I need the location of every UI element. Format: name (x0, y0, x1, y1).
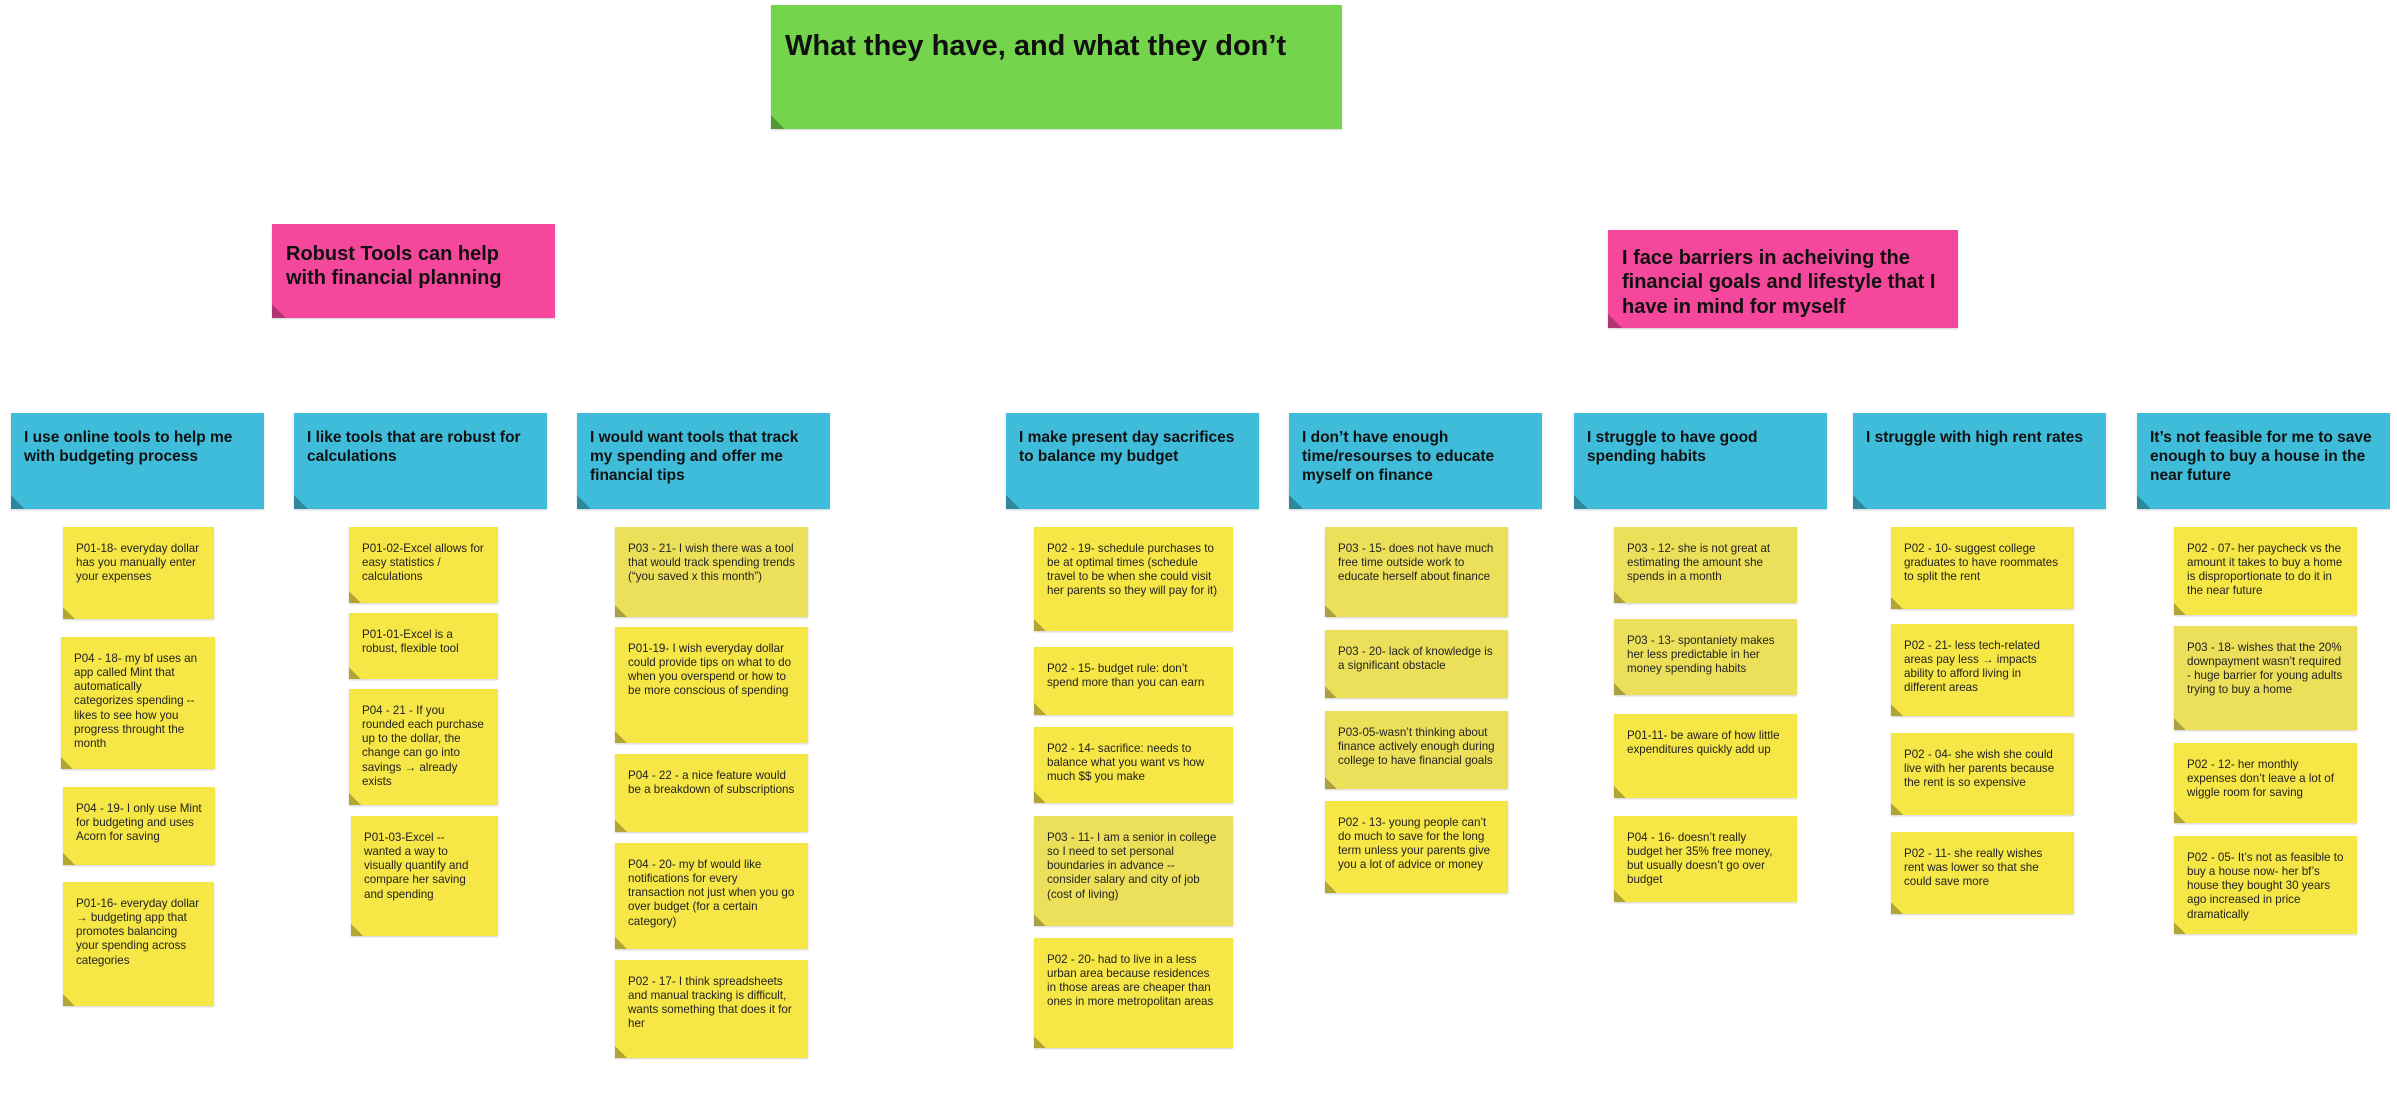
category-note-track-spending[interactable]: I would want tools that track my spendin… (577, 413, 830, 509)
sticky-text: P04 - 16- doesn’t really budget her 35% … (1627, 831, 1773, 887)
category-note-spending-habits[interactable]: I struggle to have good spending habits (1574, 413, 1827, 509)
sticky-note[interactable]: P01-01-Excel is a robust, flexible tool (349, 613, 498, 679)
sticky-text: P01-01-Excel is a robust, flexible tool (362, 628, 459, 656)
sticky-text: P01-02-Excel allows for easy statistics … (362, 542, 484, 584)
sticky-text: P04 - 20- my bf would like notifications… (628, 858, 795, 928)
sticky-text: P02 - 13- young people can’t do much to … (1338, 816, 1491, 872)
sticky-text: P02 - 07- her paycheck vs the amount it … (2187, 542, 2343, 598)
sticky-note[interactable]: P03 - 18- wishes that the 20% downpaymen… (2174, 626, 2357, 730)
board-title: What they have, and what they don’t (785, 30, 1287, 62)
sticky-text: P03 - 11- I am a senior in college so I … (1047, 831, 1217, 901)
sticky-text: P02 - 21- less tech-related areas pay le… (1904, 639, 2040, 695)
sticky-text: P02 - 14- sacrifice: needs to balance wh… (1047, 742, 1205, 784)
sticky-note[interactable]: P02 - 05- It’s not as feasible to buy a … (2174, 836, 2357, 934)
sticky-text: P01-11- be aware of how little expenditu… (1627, 729, 1780, 757)
sticky-text: P03 - 20- lack of knowledge is a signifi… (1338, 645, 1493, 673)
sticky-note[interactable]: P03 - 20- lack of knowledge is a signifi… (1325, 630, 1508, 698)
category-note-high-rent[interactable]: I struggle with high rent rates (1853, 413, 2106, 509)
sticky-text: P01-16- everyday dollar → budgeting app … (76, 897, 200, 967)
theme-note-barriers[interactable]: I face barriers in acheiving the financi… (1608, 230, 1958, 328)
category-note-present-sacrifices[interactable]: I make present day sacrifices to balance… (1006, 413, 1259, 509)
sticky-text: P04 - 22 - a nice feature would be a bre… (628, 769, 795, 797)
sticky-note[interactable]: P02 - 15- budget rule: don’t spend more … (1034, 647, 1233, 715)
sticky-text: P02 - 05- It’s not as feasible to buy a … (2187, 851, 2344, 921)
sticky-note[interactable]: P04 - 18- my bf uses an app called Mint … (61, 637, 215, 769)
category-note-robust-calculations[interactable]: I like tools that are robust for calcula… (294, 413, 547, 509)
sticky-note[interactable]: P02 - 07- her paycheck vs the amount it … (2174, 527, 2357, 615)
sticky-note[interactable]: P02 - 19- schedule purchases to be at op… (1034, 527, 1233, 631)
sticky-note[interactable]: P01-02-Excel allows for easy statistics … (349, 527, 498, 603)
sticky-text: P04 - 21 - If you rounded each purchase … (362, 704, 484, 788)
sticky-text: P03 - 18- wishes that the 20% downpaymen… (2187, 641, 2343, 697)
theme-note-robust-tools[interactable]: Robust Tools can help with financial pla… (272, 224, 555, 318)
sticky-text: P01-03-Excel -- wanted a way to visually… (364, 831, 469, 901)
sticky-note[interactable]: P02 - 11- she really wishes rent was low… (1891, 832, 2074, 914)
sticky-text: P03 - 12- she is not great at estimating… (1627, 542, 1771, 584)
sticky-note[interactable]: P04 - 19- I only use Mint for budgeting … (63, 787, 215, 865)
sticky-text: P02 - 04- she wish she could live with h… (1904, 748, 2055, 790)
sticky-text: P03 - 21- I wish there was a tool that w… (628, 542, 795, 584)
sticky-text: P04 - 18- my bf uses an app called Mint … (74, 652, 198, 750)
sticky-note[interactable]: P01-03-Excel -- wanted a way to visually… (351, 816, 498, 936)
category-label: I use online tools to help me with budge… (24, 429, 233, 465)
sticky-note[interactable]: P02 - 12- her monthly expenses don’t lea… (2174, 743, 2357, 823)
sticky-text: P02 - 17- I think spreadsheets and manua… (628, 975, 792, 1031)
sticky-text: P02 - 19- schedule purchases to be at op… (1047, 542, 1218, 598)
sticky-text: P03 - 13- spontaniety makes her less pre… (1627, 634, 1775, 676)
theme-label: Robust Tools can help with financial pla… (286, 243, 502, 290)
sticky-note[interactable]: P01-11- be aware of how little expenditu… (1614, 714, 1797, 798)
sticky-note[interactable]: P03 - 11- I am a senior in college so I … (1034, 816, 1233, 926)
category-note-buy-house[interactable]: It’s not feasible for me to save enough … (2137, 413, 2390, 509)
sticky-note[interactable]: P02 - 17- I think spreadsheets and manua… (615, 960, 808, 1058)
category-label: I struggle to have good spending habits (1587, 429, 1758, 465)
sticky-note[interactable]: P04 - 21 - If you rounded each purchase … (349, 689, 498, 805)
sticky-note[interactable]: P02 - 10- suggest college graduates to h… (1891, 527, 2074, 609)
category-label: I make present day sacrifices to balance… (1019, 429, 1235, 465)
category-label: I like tools that are robust for calcula… (307, 429, 521, 465)
sticky-text: P02 - 20- had to live in a less urban ar… (1047, 953, 1214, 1009)
sticky-text: P02 - 10- suggest college graduates to h… (1904, 542, 2059, 584)
sticky-note[interactable]: P02 - 20- had to live in a less urban ar… (1034, 938, 1233, 1048)
sticky-note[interactable]: P01-16- everyday dollar → budgeting app … (63, 882, 214, 1006)
sticky-note[interactable]: P02 - 04- she wish she could live with h… (1891, 733, 2074, 815)
sticky-note[interactable]: P02 - 21- less tech-related areas pay le… (1891, 624, 2074, 716)
sticky-note[interactable]: P03 - 21- I wish there was a tool that w… (615, 527, 808, 617)
category-label: I struggle with high rent rates (1866, 429, 2084, 446)
category-label: I don’t have enough time/resourses to ed… (1302, 429, 1495, 484)
sticky-text: P03 - 15- does not have much free time o… (1338, 542, 1494, 584)
theme-label: I face barriers in acheiving the financi… (1622, 247, 1936, 318)
sticky-note[interactable]: P04 - 22 - a nice feature would be a bre… (615, 754, 808, 832)
sticky-text: P01-18- everyday dollar has you manually… (76, 542, 200, 584)
sticky-note[interactable]: P03 - 12- she is not great at estimating… (1614, 527, 1797, 603)
sticky-text: P02 - 12- her monthly expenses don’t lea… (2187, 758, 2334, 800)
sticky-text: P02 - 11- she really wishes rent was low… (1904, 847, 2043, 889)
category-note-time-resources[interactable]: I don’t have enough time/resourses to ed… (1289, 413, 1542, 509)
sticky-text: P04 - 19- I only use Mint for budgeting … (76, 802, 202, 844)
sticky-note[interactable]: P01-19- I wish everyday dollar could pro… (615, 627, 808, 743)
sticky-note[interactable]: P03 - 13- spontaniety makes her less pre… (1614, 619, 1797, 695)
category-label: It’s not feasible for me to save enough … (2150, 429, 2372, 484)
sticky-note[interactable]: P04 - 20- my bf would like notifications… (615, 843, 808, 949)
category-label: I would want tools that track my spendin… (590, 429, 799, 484)
sticky-note[interactable]: P03-05-wasn’t thinking about finance act… (1325, 711, 1508, 789)
sticky-note[interactable]: P02 - 14- sacrifice: needs to balance wh… (1034, 727, 1233, 803)
sticky-note[interactable]: P01-18- everyday dollar has you manually… (63, 527, 214, 619)
sticky-note[interactable]: P03 - 15- does not have much free time o… (1325, 527, 1508, 617)
sticky-note[interactable]: P04 - 16- doesn’t really budget her 35% … (1614, 816, 1797, 902)
sticky-text: P03-05-wasn’t thinking about finance act… (1338, 726, 1495, 768)
sticky-note[interactable]: P02 - 13- young people can’t do much to … (1325, 801, 1508, 893)
sticky-text: P02 - 15- budget rule: don’t spend more … (1047, 662, 1205, 690)
board-title-note[interactable]: What they have, and what they don’t (771, 5, 1342, 129)
category-note-online-tools[interactable]: I use online tools to help me with budge… (11, 413, 264, 509)
sticky-text: P01-19- I wish everyday dollar could pro… (628, 642, 792, 698)
